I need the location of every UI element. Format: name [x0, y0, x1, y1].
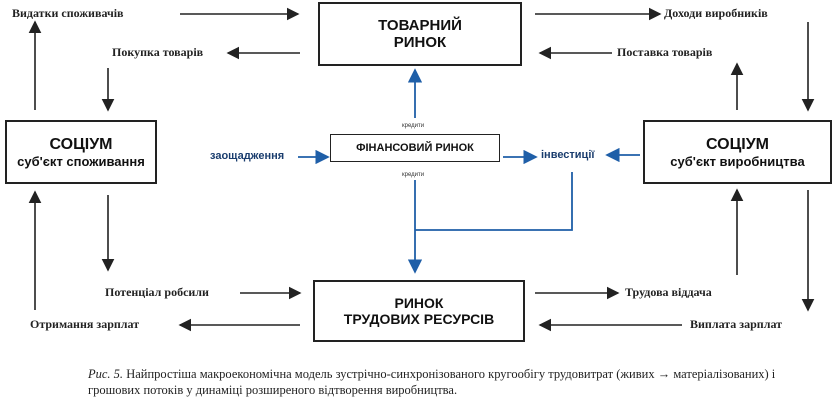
label-credits-top: кредити: [402, 123, 425, 129]
label-wages-paid: Виплата зарплат: [690, 317, 783, 331]
labor-market-title: РИНОК: [394, 295, 444, 311]
label-goods-purchase: Покупка товарів: [112, 45, 204, 59]
society-subtitle: суб'єкт виробництва: [670, 153, 805, 169]
caption-text: Найпростіша макроекономічна модель зустр…: [88, 367, 776, 397]
label-wages-received: Отримання зарплат: [30, 317, 140, 331]
figure-caption: Рис. 5. Найпростіша макроекономічна моде…: [88, 366, 788, 398]
label-labor-output: Трудова віддача: [625, 285, 712, 299]
label-consumer-spending: Видатки споживачів: [12, 6, 124, 20]
label-goods-supply: Поставка товарів: [617, 45, 713, 59]
society-consumer-box: СОЦІУМ суб'єкт споживання: [5, 120, 157, 184]
society-producer-box: СОЦІУМ суб'єкт виробництва: [643, 120, 832, 184]
label-credits-bottom: кредити: [402, 172, 425, 178]
label-investments: інвестиції: [541, 149, 595, 161]
labor-market-title-2: ТРУДОВИХ РЕСУРСІВ: [343, 311, 495, 327]
goods-market-box: ТОВАРНИЙ РИНОК: [318, 2, 522, 66]
goods-market-title: ТОВАРНИЙ: [378, 17, 462, 34]
caption-prefix: Рис. 5.: [88, 367, 124, 381]
financial-market-title: ФІНАНСОВИЙ РИНОК: [356, 142, 474, 154]
society-title: СОЦІУМ: [49, 135, 113, 153]
society-subtitle: суб'єкт споживання: [17, 153, 145, 169]
labor-market-box: РИНОК ТРУДОВИХ РЕСУРСІВ: [313, 280, 525, 342]
label-producer-income: Доходи виробників: [664, 6, 768, 20]
financial-market-box: ФІНАНСОВИЙ РИНОК: [330, 134, 500, 162]
goods-market-title-2: РИНОК: [393, 34, 447, 51]
label-labor-potential: Потенціал робсили: [105, 285, 209, 299]
society-title: СОЦІУМ: [705, 135, 769, 153]
label-savings: заощадження: [210, 150, 285, 162]
